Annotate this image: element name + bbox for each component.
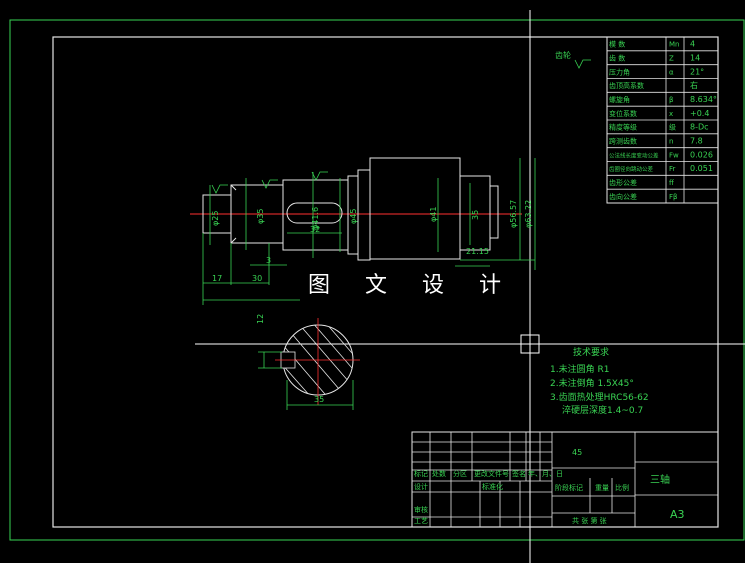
- gear-row-symbol: n: [669, 138, 673, 146]
- dim-d56-57: φ56.57: [509, 200, 518, 228]
- gear-row-name: 齿顶高系数: [609, 81, 644, 90]
- outer-frame: [9, 19, 745, 541]
- gear-row-value: 7.8: [690, 137, 703, 146]
- sheet-size: A3: [670, 508, 685, 521]
- gear-row-value: 4: [690, 40, 695, 49]
- dim-len21-15: 21.15: [466, 247, 489, 256]
- stage-label: 阶段标记: [555, 483, 583, 492]
- gear-row-symbol: Fr: [669, 165, 676, 173]
- dim-35b: 35: [471, 210, 480, 220]
- gear-row-name: 精度等级: [609, 123, 637, 132]
- row-zone: 分区: [453, 469, 467, 478]
- gear-row-symbol: Fβ: [669, 193, 678, 201]
- dim-len17: 17: [212, 274, 222, 283]
- gear-row-name: 模 数: [609, 40, 625, 49]
- gear-row-symbol: x: [669, 110, 673, 118]
- row-date: 年、月、日: [528, 469, 563, 478]
- surface-finish-marks: [211, 59, 591, 194]
- gear-row-symbol: Fw: [669, 151, 679, 159]
- gear-row-name: 齿圈径向跳动公差: [609, 165, 654, 173]
- shaft-dim-labels: φ25 φ35 φ41.6 φ45 φ41 35 φ56.57 φ63.22 3…: [211, 200, 533, 283]
- watermark-text: 图 文 设 计: [308, 273, 515, 298]
- shaft-dimensions: [202, 158, 536, 305]
- gear-row-value: 0.051: [690, 164, 713, 173]
- tech-item-1: 1.未注圆角 R1: [550, 363, 609, 375]
- gear-row-name: 螺旋角: [609, 95, 630, 104]
- tech-item-3: 3.齿面热处理HRC56-62: [550, 391, 649, 403]
- gear-row-name: 变位系数: [609, 109, 637, 118]
- gear-row-value: 14: [690, 54, 700, 63]
- title-block: [411, 431, 719, 528]
- sec-dim-12: 12: [256, 314, 265, 324]
- dim-d45: φ45: [349, 209, 358, 224]
- gear-row-value: 8.634°: [690, 95, 717, 104]
- gear-row-name: 公法线长度变动公差: [609, 151, 659, 159]
- scale-label: 比例: [615, 483, 629, 492]
- gear-row-symbol: Z: [669, 55, 674, 63]
- dim-len30: 30: [252, 274, 262, 283]
- row-mark: 标记: [414, 469, 428, 478]
- gear-row-name: 压力角: [609, 67, 630, 76]
- tech-item-4: 淬硬层深度1.4~0.7: [562, 404, 643, 416]
- gear-row-value: 8-Dc: [690, 123, 709, 132]
- dim-d35: φ35: [256, 209, 265, 224]
- inner-frame: [52, 36, 719, 528]
- standard-label: 标准化: [482, 482, 503, 491]
- gear-row-value: +0.4: [690, 109, 709, 118]
- gear-row-symbol: Mn: [669, 41, 679, 49]
- gear-row-symbol: α: [669, 68, 674, 76]
- section-view: 12 35: [256, 314, 360, 410]
- gear-row-value: 0.026: [690, 150, 713, 159]
- row-changefile: 更改文件号: [474, 469, 509, 478]
- shaft-view: [190, 157, 522, 261]
- gear-row-value: 右: [690, 80, 698, 90]
- sec-dim-35: 35: [314, 395, 324, 404]
- technical-requirements: 技术要求 1.未注圆角 R1 2.未注倒角 1.5X45° 3.齿面热处理HRC…: [550, 346, 649, 416]
- dim-len3: 3: [266, 256, 271, 265]
- design-label: 设计: [414, 482, 428, 491]
- gear-row-value: 21°: [690, 67, 704, 76]
- dim-len32: 32: [310, 225, 320, 234]
- tech-title: 技术要求: [573, 346, 609, 358]
- part-name: 三轴: [650, 473, 670, 486]
- weight-label: 重量: [595, 484, 609, 492]
- tech-item-2: 2.未注倒角 1.5X45°: [550, 377, 634, 389]
- gear-row-symbol: 级: [669, 123, 676, 132]
- gear-row-name: 齿 数: [609, 54, 625, 63]
- gear-row-name: 齿形公差: [609, 178, 637, 187]
- gear-row-symbol: ff: [669, 179, 674, 187]
- dim-d41: φ41: [429, 207, 438, 222]
- process-label: 工艺: [414, 517, 428, 525]
- row-sign: 签名: [512, 469, 526, 478]
- row-count: 处数: [432, 469, 446, 478]
- material: 45: [572, 448, 582, 457]
- dim-d41-6: φ41.6: [311, 207, 320, 230]
- gear-row-symbol: β: [669, 96, 673, 104]
- gear-row-name: 跨测齿数: [609, 137, 637, 146]
- dim-d25: φ25: [211, 211, 220, 226]
- title-block-text: 45 三轴 A3 阶段标记 重量 比例 共 张 第 张 标记 处数 分区 更改文…: [414, 448, 685, 525]
- dim-d63-22: φ63.22: [524, 200, 533, 228]
- gear-row-name: 齿向公差: [609, 192, 637, 201]
- review-label: 审核: [414, 505, 428, 514]
- gear-side-label: 齿轮: [555, 50, 571, 60]
- sheets-label: 共 张 第 张: [572, 516, 607, 525]
